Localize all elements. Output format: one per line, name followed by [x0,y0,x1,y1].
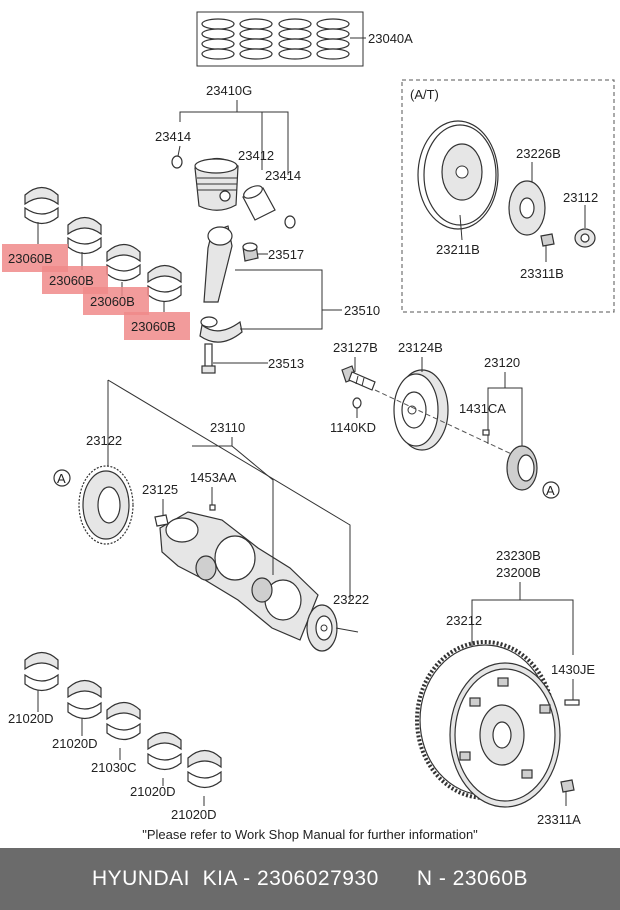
label-spacer: 23112 [563,190,598,205]
label-main-bearing-3: 21020D [130,784,176,799]
label-main-bearing-2: 21020D [52,736,98,751]
label-flywheel-bolt: 23311A [537,812,581,827]
piston-assembly: 23410G 23414 23412 23414 [155,83,301,229]
label-rod-bearing-4: 23060B [131,319,176,334]
label-rod-bearing-3: 23060B [90,294,135,309]
automatic-transmission-group: (A/T) 23211B 23226B 23112 23311B [401,79,615,313]
highlight-rod-bearing-4 [124,312,190,340]
label-main-bearing-1: 21020D [8,711,54,726]
label-key: 1431CA [459,401,506,416]
rod-bearings: 23060B 23060B 23060B 23060B [2,186,190,340]
label-piston-assy: 23410G [206,83,252,98]
label-damper-pulley: 23124B [398,340,443,355]
footer-brand: HYUNDAI KIA [91,867,237,890]
label-piston-pin: 23412 [238,148,274,163]
label-flywheel-assy-2: 23200B [496,565,541,580]
label-ring-gear: 23212 [446,613,482,628]
label-crank-sprocket: 23120 [484,355,520,370]
ref-a-left: A [57,471,66,486]
footer-ref-number: N - 23060B [416,867,529,890]
label-ring-set: 23040A [368,31,413,46]
main-bearings: 21020D 21020D 21030C 21020D 21020D [8,651,222,822]
label-drive-plate-bolt: 23311B [520,266,564,281]
label-gear-pin: 23125 [142,482,178,497]
label-crankshaft: 23110 [210,420,245,435]
label-adapter-plate: 23226B [516,146,561,161]
label-pin-clip-right: 23414 [265,168,301,183]
label-main-bearing-4: 21020D [171,807,217,822]
label-dowel-pin: 1430JE [551,662,595,677]
label-rod-bearing-2: 23060B [49,273,94,288]
label-conrod-assy: 23510 [344,303,380,318]
front-pulley-group: 23127B 1140KD 23124B 23120 1431CA A [330,340,560,499]
label-rod-bolt: 23513 [268,356,304,371]
label-at-note: (A/T) [410,87,439,102]
crankshaft-group: 23122 A 23222 23110 1453AA 23125 [53,379,369,652]
label-rod-bushing: 23517 [268,247,304,262]
ref-a-right: A [546,483,555,498]
label-timing-gear: 23122 [86,433,122,448]
label-thrust-bearing: 21030C [91,760,137,775]
parts-diagram: 23040A 23410G 23414 23412 23414 23517 [2,11,615,842]
label-pilot-bushing: 23222 [333,592,369,607]
footer-part-number: 2306027930 [257,867,379,890]
label-pulley-washer: 1140KD [330,420,376,435]
label-rod-bearing-1: 23060B [8,251,53,266]
highlight-rod-bearing-3 [83,287,149,315]
connecting-rod: 23517 23513 23510 [199,225,380,374]
label-drive-plate: 23211B [436,242,480,257]
label-pulley-bolt: 23127B [333,340,378,355]
reference-note: "Please refer to Work Shop Manual for fu… [142,827,478,842]
label-pin-clip-left: 23414 [155,129,191,144]
flywheel-group: 23230B 23200B 23212 1430JE 23311A [415,548,595,827]
piston-ring-set: 23040A [196,11,413,67]
label-woodruff-key: 1453AA [190,470,237,485]
label-flywheel-assy-1: 23230B [496,548,541,563]
footer-bar: HYUNDAI KIA - 2306027930 N - 23060B [0,848,620,910]
